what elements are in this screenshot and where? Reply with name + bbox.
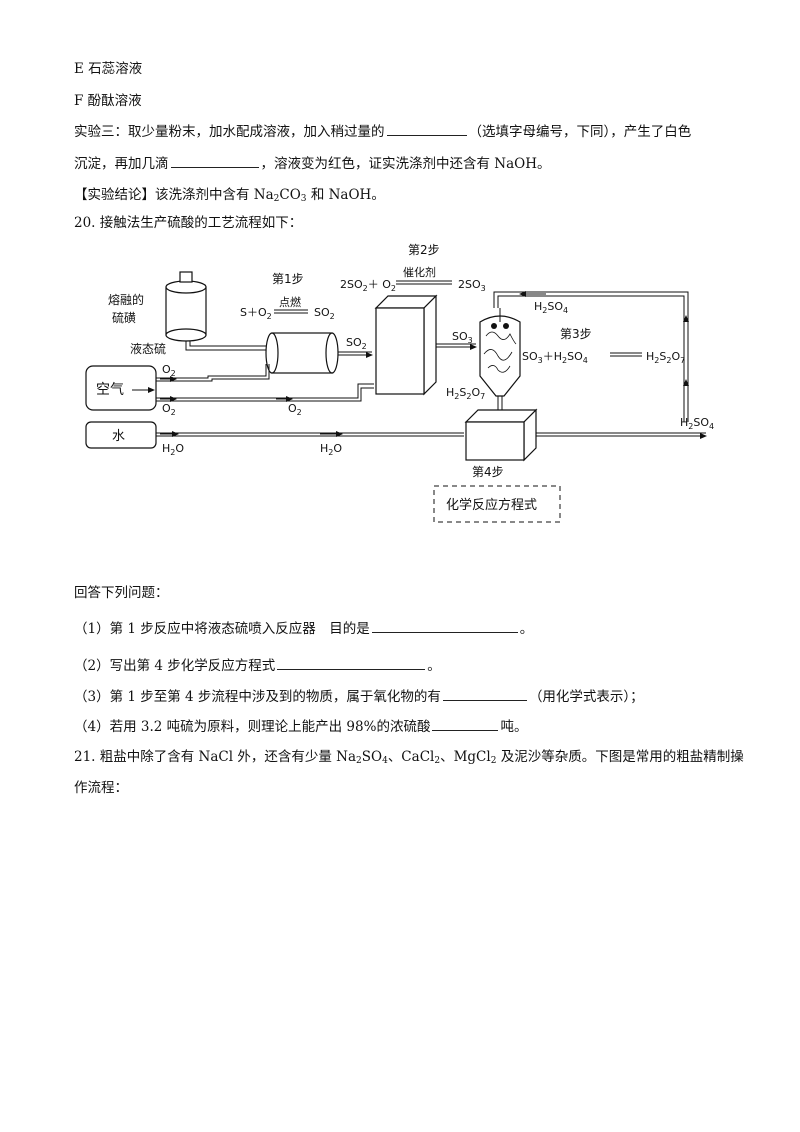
sulfur-burner <box>265 332 339 374</box>
sulfuric-acid-flow-diagram: 熔融的 硫磺 液态硫 第1步 S＋O2 点燃 SO2 空气 O2 O2 O2 S… <box>85 243 714 523</box>
answer-blank[interactable] <box>386 123 467 136</box>
liquid-sulfur-label: 液态硫 <box>130 341 166 356</box>
so2-label: SO2 <box>346 336 367 351</box>
h2o-label-2: H2O <box>320 442 342 457</box>
so3-label: SO3 <box>452 330 473 345</box>
h2o-label-1: H2O <box>162 442 184 457</box>
water-inlet-box <box>85 421 157 449</box>
h2s2o7-label: H2S2O7 <box>446 386 485 401</box>
absorption-tower <box>479 308 521 397</box>
answer-blank[interactable] <box>277 657 426 670</box>
o2-label-3: O2 <box>288 402 302 417</box>
question-21-line1: 21. 粗盐中除了含有 NaCl 外，还含有少量 Na2SO4、CaCl2、Mg… <box>74 749 744 766</box>
question-20-3: （3）第 1 步至第 4 步流程中涉及到的物质，属于氧化物的有（用化学式表示）； <box>74 688 644 705</box>
h2so4-label-top: H2SO4 <box>534 300 568 315</box>
step2-eq-right: 2SO3 <box>458 278 486 293</box>
molten-sulfur-label-2: 硫磺 <box>112 310 136 325</box>
experiment3-line1: 实验三：取少量粉末，加水配成溶液，加入稍过量的（选填字母编号，下同），产生了白色 <box>74 123 692 140</box>
experiment-conclusion: 【实验结论】该洗涤剂中含有 Na2CO3 和 NaOH。 <box>74 187 385 204</box>
air-inlet-box <box>85 365 157 411</box>
step3-eq-left: SO3＋H2SO4 <box>522 350 588 365</box>
answer-blank[interactable] <box>371 620 518 633</box>
step1-condition: 点燃 <box>279 295 301 309</box>
molten-sulfur-label-1: 熔融的 <box>108 292 144 307</box>
catalytic-converter <box>374 294 438 396</box>
question-20-title: 20. 接触法生产硫酸的工艺流程如下： <box>74 215 303 231</box>
air-label: 空气 <box>96 382 124 398</box>
o2-label-1: O2 <box>162 363 176 378</box>
o2-label-2: O2 <box>162 402 176 417</box>
h2so4-label-right: H2SO4 <box>680 416 714 431</box>
answer-prompt: 回答下列问题： <box>74 585 169 601</box>
step1-label: 第1步 <box>272 272 304 286</box>
question-20-2: （2）写出第 4 步化学反应方程式。 <box>74 657 441 674</box>
option-f: F 酚酞溶液 <box>74 93 142 109</box>
sulfur-tank <box>165 271 207 342</box>
step4-equation-box <box>433 485 561 523</box>
step1-eq-left: S＋O2 <box>240 306 272 321</box>
option-e: E 石蕊溶液 <box>74 61 143 77</box>
step3-label: 第3步 <box>560 327 592 341</box>
water-label: 水 <box>112 429 125 444</box>
question-20-4: （4）若用 3.2 吨硫为原料，则理论上能产出 98%的浓硫酸吨。 <box>74 718 528 735</box>
step2-eq-left: 2SO2＋ O2 <box>340 278 396 293</box>
step2-label: 第2步 <box>408 243 440 257</box>
answer-blank[interactable] <box>432 718 499 731</box>
answer-blank[interactable] <box>442 688 527 701</box>
answer-blank[interactable] <box>170 155 259 168</box>
question-21-line2: 作流程： <box>74 780 128 796</box>
dilution-tank <box>464 408 538 462</box>
step4-equation-box-label: 化学反应方程式 <box>446 497 537 513</box>
step1-eq-right: SO2 <box>314 306 335 321</box>
step2-condition: 催化剂 <box>403 265 436 279</box>
step3-eq-right: H2S2O7 <box>646 350 685 365</box>
question-20-1: （1）第 1 步反应中将液态硫喷入反应器 目的是。 <box>74 620 534 637</box>
experiment3-line2: 沉淀，再加几滴，溶液变为红色，证实洗涤剂中还含有 NaOH。 <box>74 155 551 172</box>
step4-label: 第4步 <box>472 465 504 479</box>
